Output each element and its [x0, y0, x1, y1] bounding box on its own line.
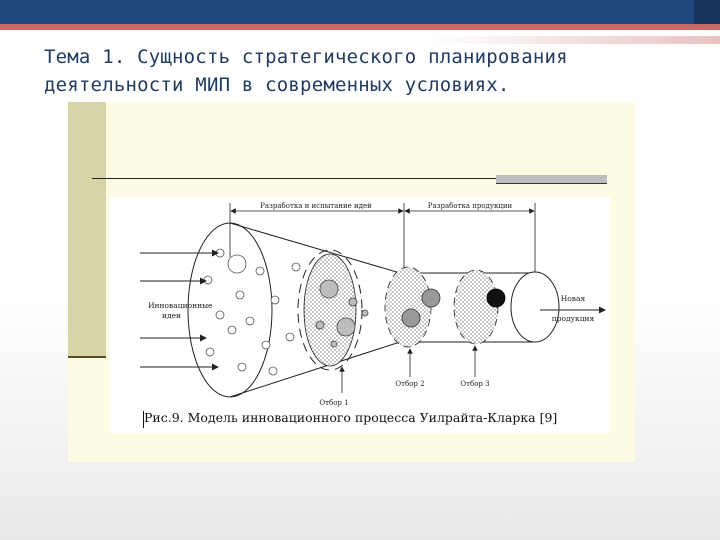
- funnel-diagram: Разработка и испытание идей Разработка п…: [140, 202, 606, 407]
- figure-caption: Рис.9. Модель инновационного процесса Уи…: [144, 410, 558, 425]
- input-arrows: [140, 249, 219, 371]
- selected-ideas-stage1: [315, 279, 369, 348]
- header-stripe: [0, 24, 720, 30]
- stage2-label: Отбор 2: [395, 380, 424, 388]
- final-idea-dot: [486, 288, 506, 308]
- selection-3-ellipse: [453, 269, 499, 345]
- slide-title-line2: деятельности МИП в современных условиях.: [44, 74, 510, 96]
- caption-cursor-bar: [143, 411, 144, 428]
- image-panel-strip-line: [68, 356, 106, 358]
- title-decoration: [430, 36, 720, 44]
- input-label-line2: идеи: [162, 311, 181, 320]
- selection-2-ellipse: [384, 266, 432, 348]
- stage-arrows: [339, 345, 478, 393]
- image-panel-strip: [68, 102, 106, 358]
- header-bar: [0, 0, 720, 24]
- divider-grey-line: [496, 183, 607, 184]
- divider-grey-bar: [496, 175, 607, 183]
- header-left-label: Разработка и испытание идей: [260, 202, 372, 210]
- selected-ideas-stage2: [401, 288, 441, 328]
- output-label-line2: продукция: [552, 314, 595, 323]
- header-dimension-lines: [229, 203, 536, 277]
- idea-circles: [203, 248, 301, 376]
- header-right-label: Разработка продукции: [428, 202, 513, 210]
- slide-title-line1: Тема 1. Сущность стратегического планиро…: [44, 46, 568, 68]
- divider-line: [92, 178, 607, 179]
- output-label-line1: Новая: [561, 294, 586, 303]
- innovation-funnel-figure: Разработка и испытание идей Разработка п…: [110, 197, 610, 433]
- input-label-line1: Инновационные: [148, 301, 213, 310]
- header-accent: [694, 0, 720, 24]
- slide-title: Тема 1. Сущность стратегического планиро…: [44, 43, 704, 99]
- selection-1-ellipse: [303, 253, 357, 367]
- stage3-label: Отбор 3: [460, 380, 489, 388]
- stage1-label: Отбор 1: [319, 399, 348, 407]
